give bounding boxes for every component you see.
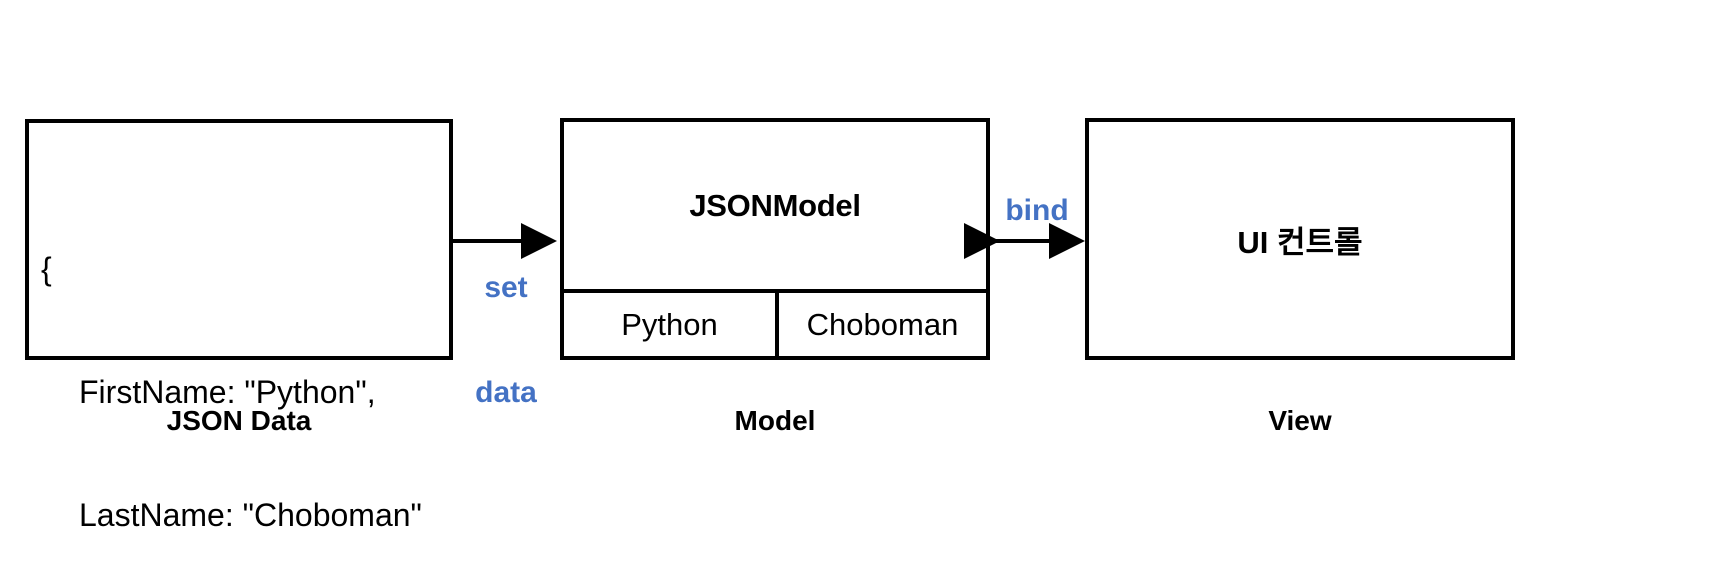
jsonmodel-cell-last-name: Choboman [775,293,986,356]
caption-json-data: JSON Data [166,405,312,436]
set-data-arrow [453,223,557,259]
caption-view: View [1268,405,1332,436]
jsonmodel-title: JSONModel [689,187,861,223]
json-data-code: { FirstName: "Python", LastName: "Chobom… [41,167,422,571]
bind-arrow [964,223,1085,259]
view-box-title: UI 컨트롤 [1237,224,1363,260]
view-box: UI 컨트롤 [1085,118,1515,360]
jsonmodel-box: JSONModel Python Choboman [560,118,990,360]
json-last-name-line: LastName: "Choboman" [79,497,422,533]
json-data-box: { FirstName: "Python", LastName: "Chobom… [25,119,453,533]
jsonmodel-value-row: Python Choboman [564,293,986,356]
json-first-name-line: FirstName: "Python", [79,374,376,410]
json-open-brace: { [41,251,52,287]
jsonmodel-cell-first-name: Python [621,306,718,342]
bind-label: bind [1005,194,1069,227]
jsonmodel-title-area: JSONModel [564,122,986,293]
set-data-label: set data [453,200,559,480]
set-data-label-line2: data [475,376,537,409]
set-data-label-line1: set [484,271,528,304]
caption-model: Model [734,405,816,436]
